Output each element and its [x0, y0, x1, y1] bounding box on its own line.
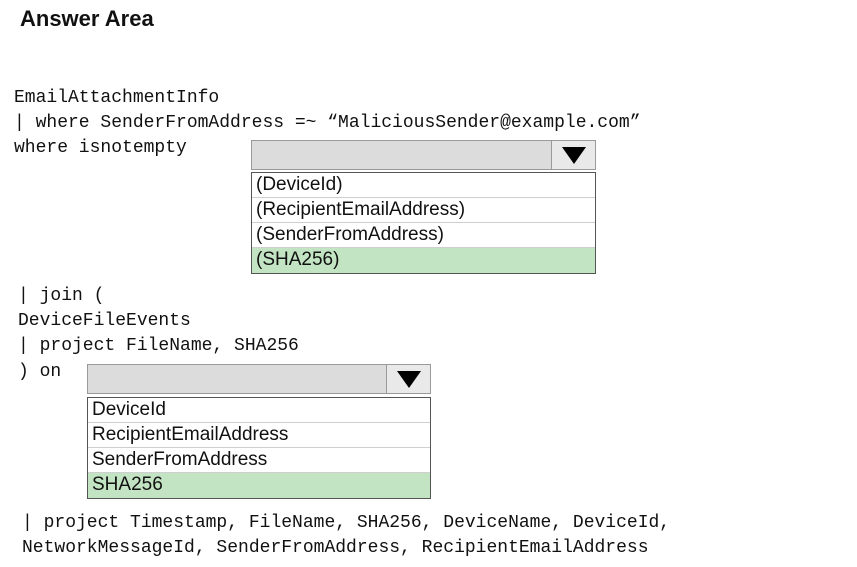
join-on-dropdown[interactable] — [87, 364, 431, 394]
code-line-project-filename: | project FileName, SHA256 — [18, 336, 299, 356]
option-senderfromaddress[interactable]: SenderFromAddress — [88, 448, 430, 473]
triangle-down-icon — [396, 371, 421, 388]
option-senderfromaddress[interactable]: (SenderFromAddress) — [252, 223, 595, 248]
code-line-join: | join ( — [18, 286, 105, 306]
code-line-isnotempty: where isnotempty — [14, 138, 187, 158]
option-deviceid[interactable]: DeviceId — [88, 398, 430, 423]
isnotempty-options-list: (DeviceId) (RecipientEmailAddress) (Send… — [251, 172, 596, 274]
option-sha256[interactable]: SHA256 — [88, 473, 430, 498]
option-recipientemailaddress[interactable]: (RecipientEmailAddress) — [252, 198, 595, 223]
code-line-on: ) on — [18, 362, 62, 382]
dropdown-toggle-button[interactable] — [386, 365, 430, 393]
join-on-options-list: DeviceId RecipientEmailAddress SenderFro… — [87, 397, 431, 499]
dropdown-toggle-button[interactable] — [551, 141, 595, 169]
code-line-table: EmailAttachmentInfo — [14, 88, 220, 108]
triangle-down-icon — [561, 147, 586, 164]
isnotempty-dropdown[interactable] — [251, 140, 596, 170]
option-recipientemailaddress[interactable]: RecipientEmailAddress — [88, 423, 430, 448]
option-sha256[interactable]: (SHA256) — [252, 248, 595, 273]
code-line-where-sender: | where SenderFromAddress =~ “MaliciousS… — [14, 113, 641, 133]
code-line-devicefileevents: DeviceFileEvents — [18, 311, 191, 331]
option-deviceid[interactable]: (DeviceId) — [252, 173, 595, 198]
code-line-project-output-cont: NetworkMessageId, SenderFromAddress, Rec… — [22, 538, 649, 558]
code-line-project-output: | project Timestamp, FileName, SHA256, D… — [22, 513, 671, 533]
answer-area-title: Answer Area — [20, 6, 154, 31]
